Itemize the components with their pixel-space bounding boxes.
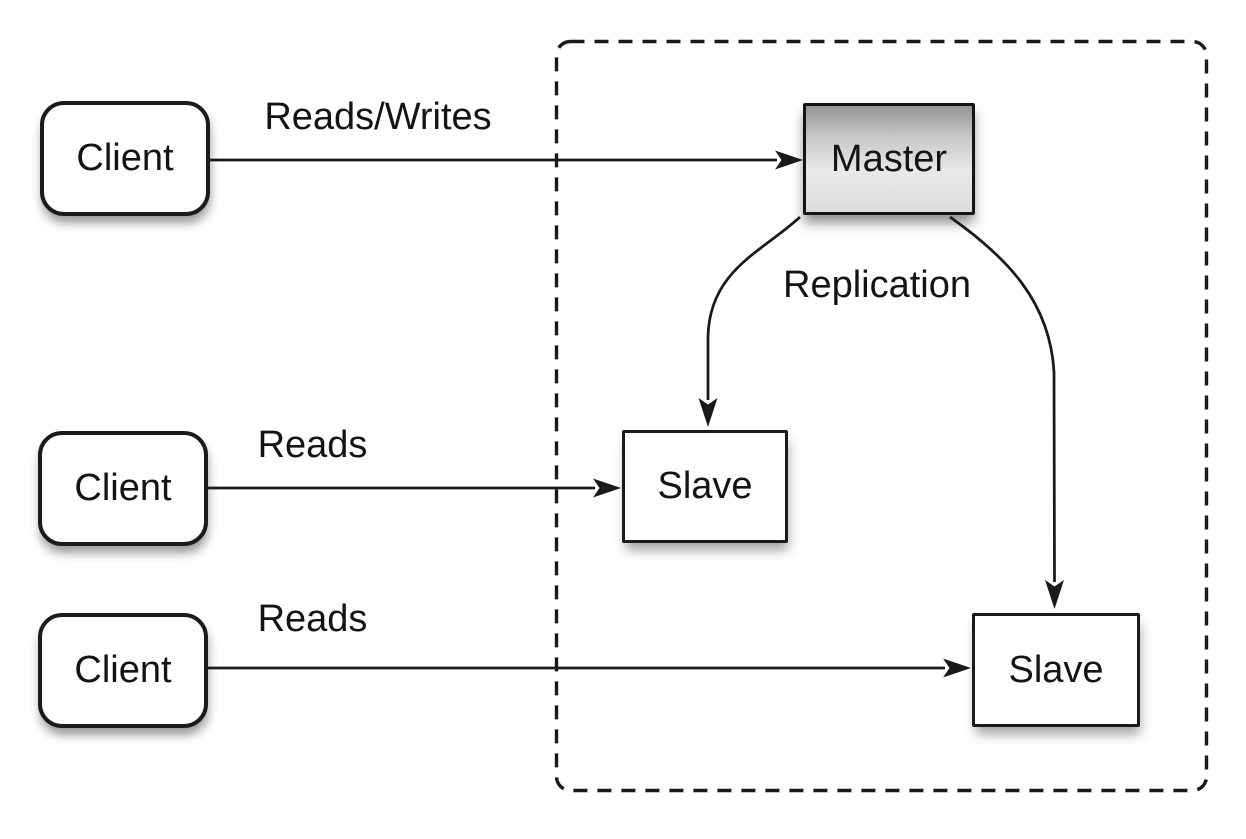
client-label: Client [74, 649, 172, 691]
reads-arrow-middle [208, 478, 621, 498]
client-label: Client [74, 467, 172, 509]
client-node-top: Client [40, 101, 210, 216]
replication-label: Replication [783, 264, 971, 306]
slave-label: Slave [657, 465, 753, 507]
arrowhead-icon [698, 398, 718, 427]
slave-label: Slave [1008, 648, 1104, 691]
reads-arrow-bottom [208, 658, 971, 678]
slave-node-left: Slave [622, 430, 788, 543]
client-node-middle: Client [38, 431, 208, 546]
replication-arrow-left [698, 215, 801, 427]
reads-writes-label: Reads/Writes [264, 96, 492, 138]
replication-arrow-right [949, 215, 1064, 609]
arrowhead-icon [775, 150, 803, 170]
reads-writes-arrow [210, 150, 803, 170]
master-node: Master [803, 103, 975, 215]
master-label: Master [830, 137, 948, 180]
client-label: Client [76, 137, 174, 179]
client-node-bottom: Client [38, 613, 208, 728]
arrowhead-icon [593, 478, 621, 498]
arrowhead-icon [1045, 580, 1064, 609]
reads-label-middle: Reads [257, 424, 368, 466]
slave-node-right: Slave [972, 613, 1140, 727]
arrowhead-icon [943, 658, 971, 678]
reads-label-bottom: Reads [257, 598, 368, 640]
